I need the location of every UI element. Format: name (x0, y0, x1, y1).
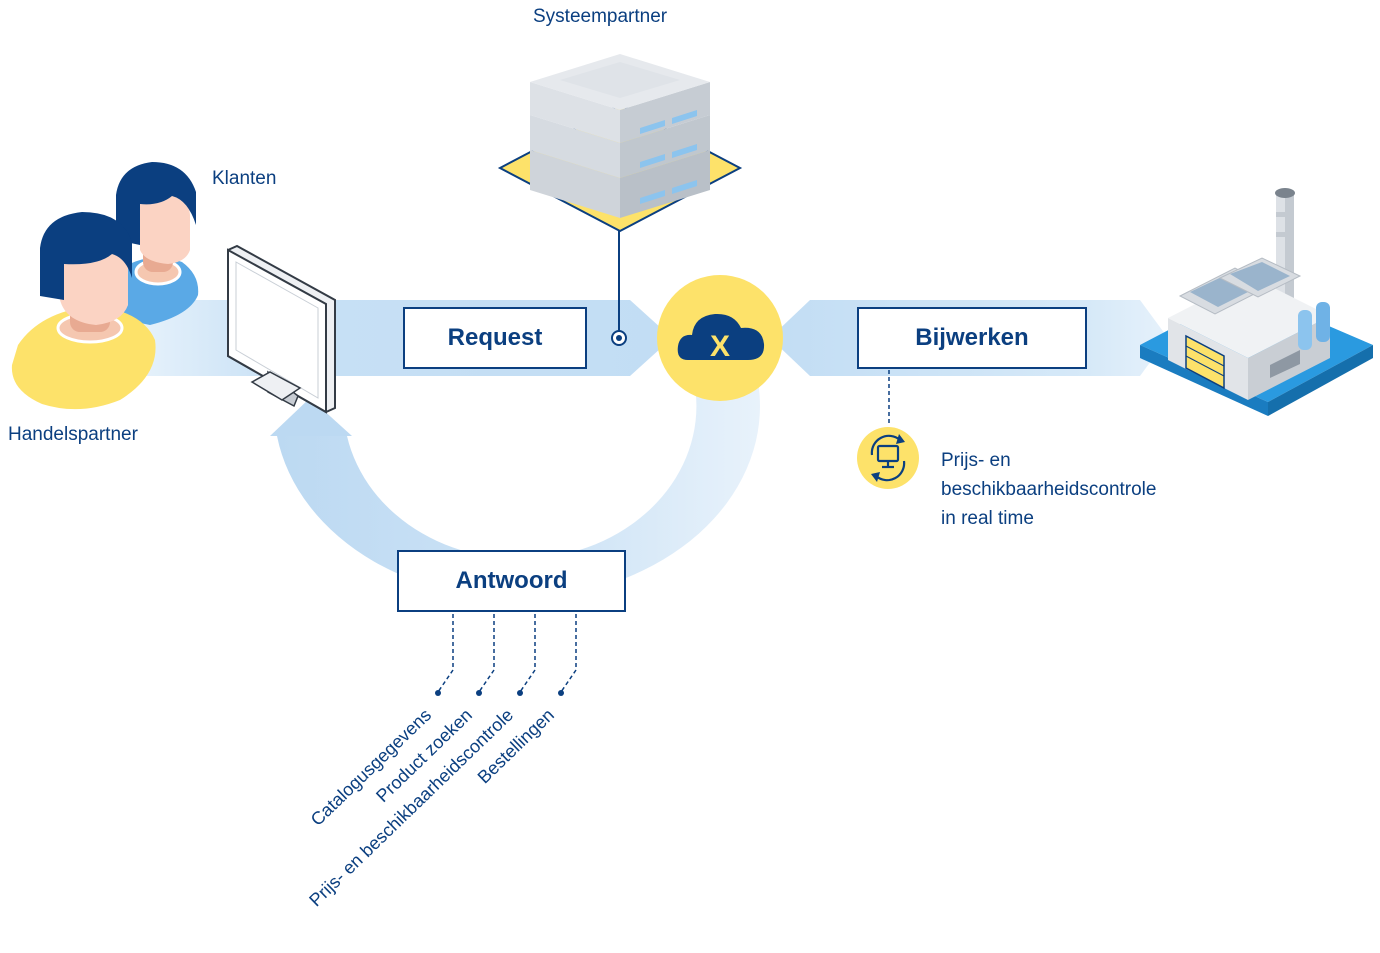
server-connector (611, 231, 627, 346)
realtime-line-1: Prijs- en (941, 450, 1011, 471)
answer-box: Antwoord (397, 550, 626, 612)
cloud-x-icon: X (657, 275, 783, 401)
realtime-check-text: Prijs- en beschikbaarheidscontrole in re… (941, 446, 1156, 533)
sync-monitor-icon (857, 427, 919, 489)
answer-leader-dots (435, 690, 564, 696)
server-stack-icon (497, 54, 743, 233)
customer-avatar (112, 162, 199, 325)
request-flow-band (120, 300, 672, 376)
realtime-line-2: beschikbaarheidscontrole (941, 479, 1157, 500)
trade-partner-label: Handelspartner (8, 424, 138, 445)
update-box: Bijwerken (857, 307, 1087, 369)
trade-partner-avatar (11, 212, 156, 410)
factory-icon (1140, 188, 1373, 416)
people-icon (11, 162, 199, 410)
customers-label: Klanten (212, 168, 277, 189)
system-partner-label: Systeempartner (533, 6, 668, 27)
request-box: Request (403, 307, 587, 369)
response-arc (270, 376, 760, 599)
answer-leaders (437, 614, 577, 693)
monitor-icon (227, 244, 336, 414)
realtime-line-3: in real time (941, 508, 1034, 529)
hub-symbol: X (710, 330, 730, 363)
